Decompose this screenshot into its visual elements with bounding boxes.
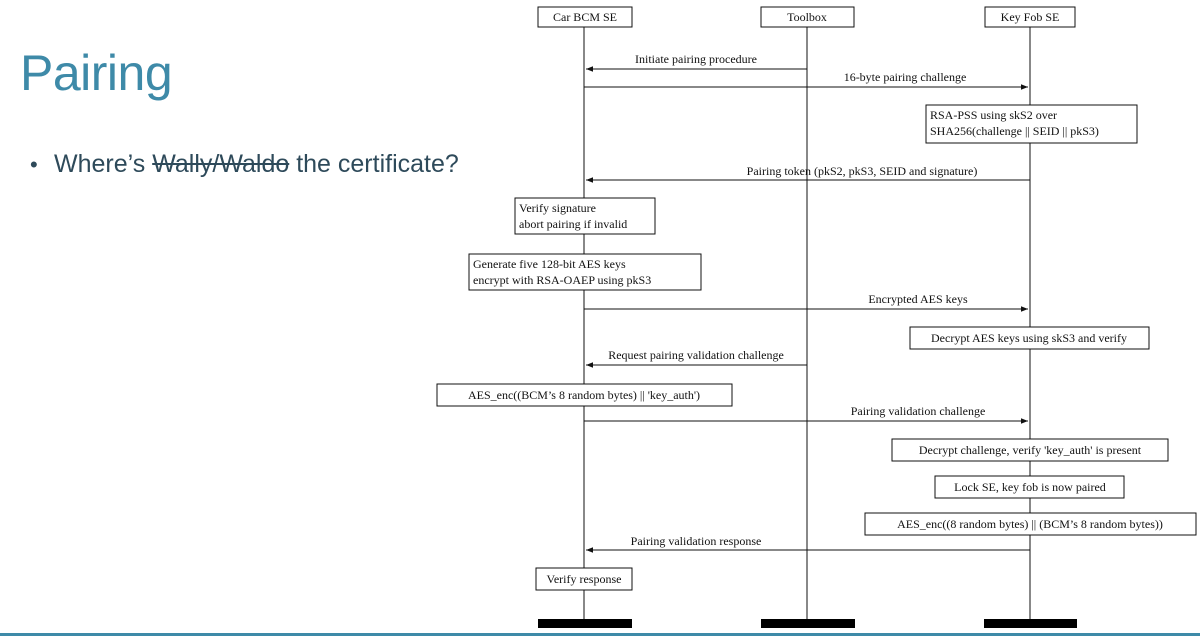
- message-pairing-token: Pairing token (pkS2, pkS3, SEID and sign…: [586, 164, 1030, 183]
- end-bar-toolbox: [761, 619, 855, 628]
- message-encrypted-aes-keys: Encrypted AES keys: [584, 292, 1028, 312]
- note-rsa-pss-line1: RSA-PSS using skS2 over: [930, 108, 1057, 122]
- message-request-validation: Request pairing validation challenge: [586, 348, 807, 368]
- note-decrypt-aes-keys-line1: Decrypt AES keys using skS3 and verify: [931, 331, 1127, 345]
- note-aes-enc-keyfob-line1: AES_enc((8 random bytes) || (BCM’s 8 ran…: [897, 517, 1163, 531]
- note-generate-aes-keys-line1: Generate five 128-bit AES keys: [473, 257, 626, 271]
- note-lock-se: Lock SE, key fob is now paired: [934, 475, 1125, 499]
- message-validation-response: Pairing validation response: [586, 534, 1030, 553]
- bullet-dot-icon: •: [30, 152, 38, 177]
- note-aes-enc-bcm-line1: AES_enc((BCM’s 8 random bytes) || 'key_a…: [468, 388, 700, 402]
- message-pairing-token-label: Pairing token (pkS2, pkS3, SEID and sign…: [747, 164, 978, 178]
- end-bar-key-fob: [984, 619, 1077, 628]
- message-pairing-challenge: 16-byte pairing challenge: [584, 70, 1028, 90]
- message-encrypted-aes-keys-label: Encrypted AES keys: [868, 292, 968, 306]
- message-initiate-pairing: Initiate pairing procedure: [586, 52, 807, 72]
- bullet-item: • Where’s Wally/Waldo the certificate?: [30, 150, 459, 179]
- slide-title: Pairing: [20, 45, 173, 101]
- note-verify-response: Verify response: [535, 567, 633, 591]
- participant-car-bcm-label: Car BCM SE: [553, 10, 617, 24]
- message-validation-challenge-label: Pairing validation challenge: [851, 404, 986, 418]
- bullet-struck-text: Wally/Waldo: [152, 150, 290, 178]
- participant-key-fob-label: Key Fob SE: [1001, 10, 1060, 24]
- message-initiate-pairing-label: Initiate pairing procedure: [635, 52, 757, 66]
- participant-toolbox: Toolbox: [760, 6, 855, 28]
- note-verify-signature: Verify signature abort pairing if invali…: [514, 197, 656, 235]
- participant-toolbox-label: Toolbox: [787, 10, 827, 24]
- note-generate-aes-keys: Generate five 128-bit AES keys encrypt w…: [468, 253, 702, 291]
- note-verify-signature-line1: Verify signature: [519, 201, 596, 215]
- note-decrypt-challenge-line1: Decrypt challenge, verify 'key_auth' is …: [919, 443, 1142, 457]
- note-decrypt-challenge: Decrypt challenge, verify 'key_auth' is …: [891, 438, 1169, 462]
- footer-accent-line: [0, 633, 1200, 636]
- note-verify-signature-line2: abort pairing if invalid: [519, 217, 627, 231]
- end-bar-car-bcm: [538, 619, 632, 628]
- participant-key-fob: Key Fob SE: [984, 6, 1076, 28]
- note-rsa-pss: RSA-PSS using skS2 over SHA256(challenge…: [925, 104, 1138, 144]
- message-request-validation-label: Request pairing validation challenge: [608, 348, 784, 362]
- message-validation-response-label: Pairing validation response: [631, 534, 762, 548]
- note-decrypt-aes-keys: Decrypt AES keys using skS3 and verify: [909, 326, 1150, 350]
- note-aes-enc-keyfob: AES_enc((8 random bytes) || (BCM’s 8 ran…: [864, 512, 1197, 536]
- bullet-suffix: the certificate?: [289, 150, 459, 178]
- note-lock-se-line1: Lock SE, key fob is now paired: [954, 480, 1106, 494]
- note-aes-enc-bcm: AES_enc((BCM’s 8 random bytes) || 'key_a…: [436, 383, 733, 407]
- message-pairing-challenge-label: 16-byte pairing challenge: [844, 70, 967, 84]
- note-generate-aes-keys-line2: encrypt with RSA-OAEP using pkS3: [473, 273, 651, 287]
- note-rsa-pss-line2: SHA256(challenge || SEID || pkS3): [930, 124, 1099, 138]
- note-verify-response-line1: Verify response: [547, 572, 622, 586]
- bullet-prefix: Where’s: [54, 150, 153, 178]
- message-validation-challenge: Pairing validation challenge: [584, 404, 1028, 424]
- participant-car-bcm: Car BCM SE: [537, 6, 633, 28]
